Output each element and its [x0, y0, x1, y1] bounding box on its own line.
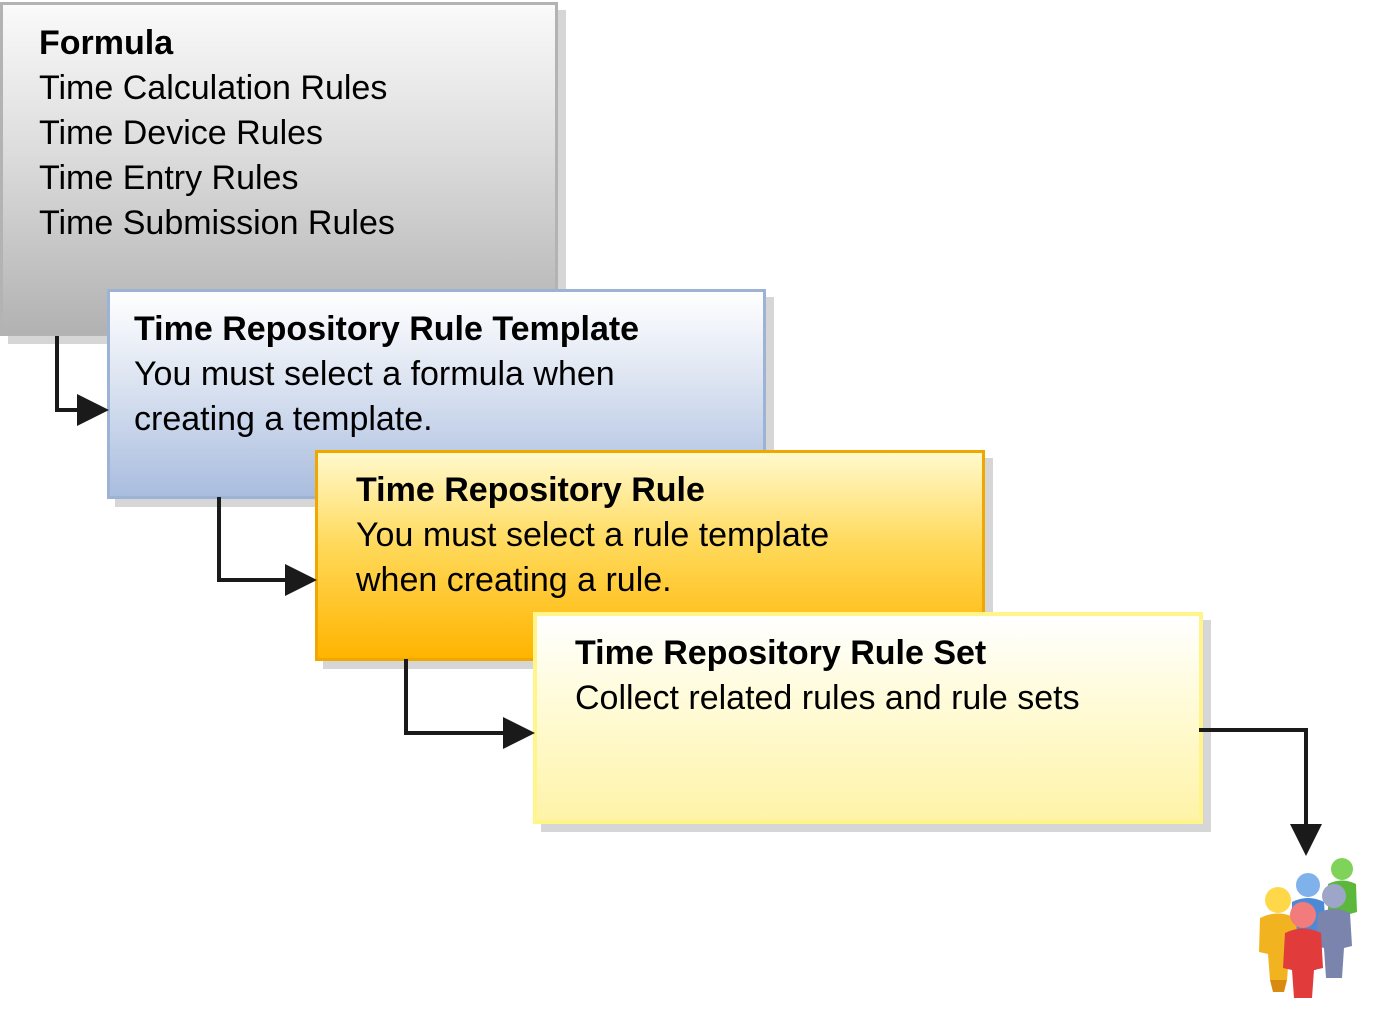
rule-set-title: Time Repository Rule Set	[575, 634, 987, 672]
rule-title: Time Repository Rule	[356, 471, 705, 509]
formula-item-time-submission-rules: Time Submission Rules	[39, 204, 395, 242]
template-to-rule-arrow-icon	[217, 497, 317, 596]
rule-to-rule-set-arrow-icon	[404, 659, 535, 749]
formula-title: Formula	[39, 24, 174, 62]
rule-description-line-1: You must select a rule template	[356, 516, 830, 554]
rule-template-box-text: Time Repository Rule Template You must s…	[134, 307, 639, 442]
rule-template-title: Time Repository Rule Template	[134, 310, 640, 348]
rule-template-description-line-2: creating a template.	[134, 400, 433, 438]
people-group-icon	[1259, 858, 1357, 998]
formula-box: Formula Time Calculation Rules Time Devi…	[0, 2, 558, 336]
rule-set-to-people-arrow-icon	[1199, 728, 1322, 856]
rule-box-text: Time Repository Rule You must select a r…	[356, 468, 829, 603]
rule-set-description-line-1: Collect related rules and rule sets	[575, 679, 1080, 717]
rule-set-box: Time Repository Rule Set Collect related…	[533, 612, 1203, 824]
formula-box-text: Formula Time Calculation Rules Time Devi…	[39, 21, 395, 246]
formula-item-time-device-rules: Time Device Rules	[39, 114, 324, 152]
rule-description-line-2: when creating a rule.	[356, 561, 672, 599]
formula-item-time-calculation-rules: Time Calculation Rules	[39, 69, 388, 107]
formula-to-template-arrow-icon	[55, 336, 109, 426]
rule-set-box-text: Time Repository Rule Set Collect related…	[575, 631, 1080, 721]
formula-item-time-entry-rules: Time Entry Rules	[39, 159, 299, 197]
rule-template-description-line-1: You must select a formula when	[134, 355, 615, 393]
